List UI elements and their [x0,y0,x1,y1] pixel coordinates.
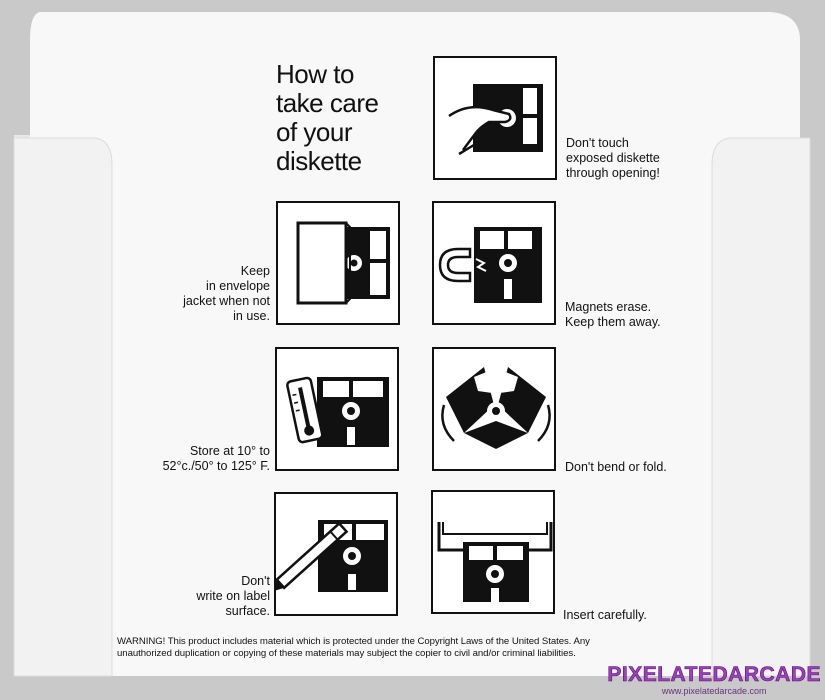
panel-temperature [275,347,399,471]
caption-magnets: Magnets erase. Keep them away. [565,300,661,329]
caption-keep-in-envelope: Keep in envelope jacket when not in use. [183,264,270,323]
caption-dont-touch: Don't touch exposed diskette through ope… [566,136,660,180]
copyright-warning: WARNING! This product includes material … [117,636,590,659]
thermometer-icon [286,376,389,447]
title-line: How to [276,59,354,89]
watermark-logo: PIXELATEDARCADE [607,663,821,686]
title-line: diskette [276,146,362,176]
caption-temperature: Store at 10° to 52°c./50° to 125° F. [162,444,270,473]
magnet-icon [438,227,542,303]
panel-insert-carefully [431,490,555,614]
caption-dont-bend: Don't bend or fold. [565,460,667,474]
pencil-writing-icon [276,520,388,592]
panel-dont-bend [432,347,556,471]
bent-diskette-icon [441,367,551,449]
panel-magnets [432,201,556,325]
caption-dont-write: Don't write on label surface. [196,574,270,618]
panel-dont-write [274,492,398,616]
hand-touching-diskette-icon [448,84,543,156]
title-line: of your [276,117,353,147]
page-title: How to take care of your diskette [276,60,426,176]
diskette-in-envelope-icon [296,221,390,305]
watermark-url: www.pixelatedarcade.com [661,686,767,696]
title-line: take care [276,88,379,118]
caption-insert-carefully: Insert carefully. [563,608,647,622]
panel-keep-in-envelope [276,201,400,325]
drive-insertion-icon [437,522,553,602]
watermark: PIXELATEDARCADE www.pixelatedarcade.com [607,663,821,696]
panel-dont-touch [433,56,557,180]
